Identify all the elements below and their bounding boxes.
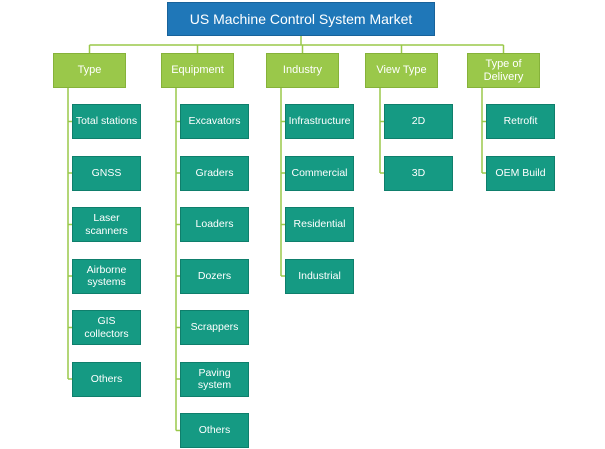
leaf-node: Others bbox=[72, 361, 141, 397]
leaf-node: Dozers bbox=[180, 258, 249, 294]
leaf-node: GNSS bbox=[72, 155, 141, 191]
leaf-node: OEM Build bbox=[486, 155, 555, 191]
leaf-node: Loaders bbox=[180, 207, 249, 242]
category-node: Industry bbox=[266, 53, 339, 88]
leaf-node: Scrappers bbox=[180, 310, 249, 345]
category-node: View Type bbox=[365, 53, 438, 88]
leaf-node: 3D bbox=[384, 155, 453, 191]
category-node: Type bbox=[53, 53, 126, 88]
leaf-node: Others bbox=[180, 413, 249, 448]
leaf-node: Total stations bbox=[72, 104, 141, 139]
category-node: Equipment bbox=[161, 53, 234, 88]
leaf-node: Graders bbox=[180, 155, 249, 191]
leaf-node: Retrofit bbox=[486, 104, 555, 139]
leaf-node: Airborne systems bbox=[72, 258, 141, 294]
leaf-node: Industrial bbox=[285, 258, 354, 294]
leaf-node: Laser scanners bbox=[72, 207, 141, 242]
leaf-node: Commercial bbox=[285, 155, 354, 191]
leaf-node: Paving system bbox=[180, 361, 249, 397]
root-node: US Machine Control System Market bbox=[167, 2, 435, 36]
category-node: Type of Delivery bbox=[467, 53, 540, 88]
leaf-node: GIS collectors bbox=[72, 310, 141, 345]
leaf-node: Infrastructure bbox=[285, 104, 354, 139]
leaf-node: Excavators bbox=[180, 104, 249, 139]
leaf-node: Residential bbox=[285, 207, 354, 242]
leaf-node: 2D bbox=[384, 104, 453, 139]
